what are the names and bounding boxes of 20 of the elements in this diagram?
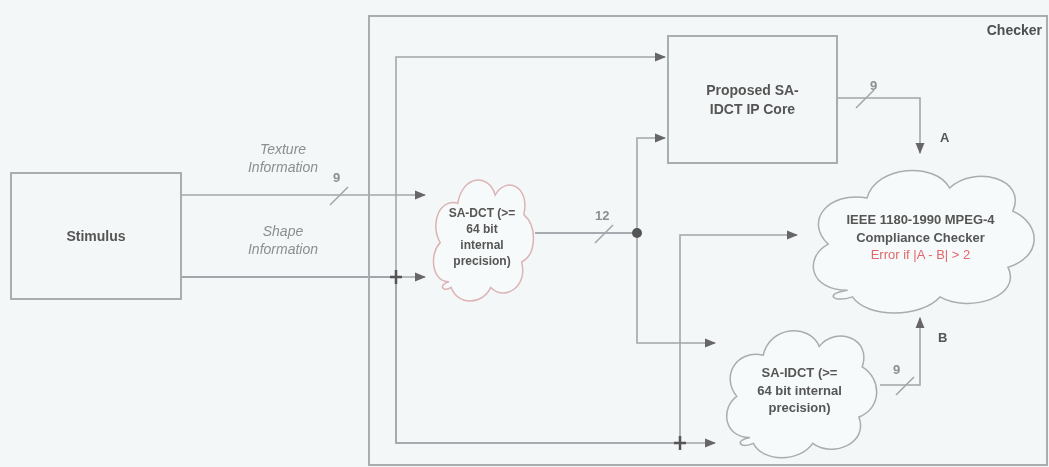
process-box — [667, 35, 838, 164]
error-condition-text: Error if |A - B| > 2 — [870, 246, 971, 264]
connector-arrow — [534, 232, 717, 348]
bus-width-label: 9 — [870, 78, 878, 93]
connector-arrow — [181, 230, 799, 444]
connector-arrow — [879, 316, 925, 386]
port-label: A — [940, 130, 950, 145]
connector-arrow — [835, 97, 925, 155]
port-label: B — [938, 330, 948, 345]
group-title: Checker — [986, 21, 1042, 40]
node-label: IEEE 1180-1990 MPEG-4 Compliance Checker — [845, 211, 996, 247]
node-label: SA-IDCT (>= 64 bit internal precision) — [757, 364, 842, 417]
group-frame — [368, 15, 1048, 466]
bus-width-label: 9 — [893, 362, 901, 377]
connector-arrow — [181, 190, 427, 200]
node-label: SA-DCT (>= 64 bit internal precision) — [447, 204, 517, 270]
bus-width-label: 12 — [595, 208, 610, 223]
node-label: Proposed SA-IDCT IP Core — [705, 80, 800, 119]
node-label: Stimulus — [66, 226, 126, 246]
process-box — [10, 172, 182, 300]
